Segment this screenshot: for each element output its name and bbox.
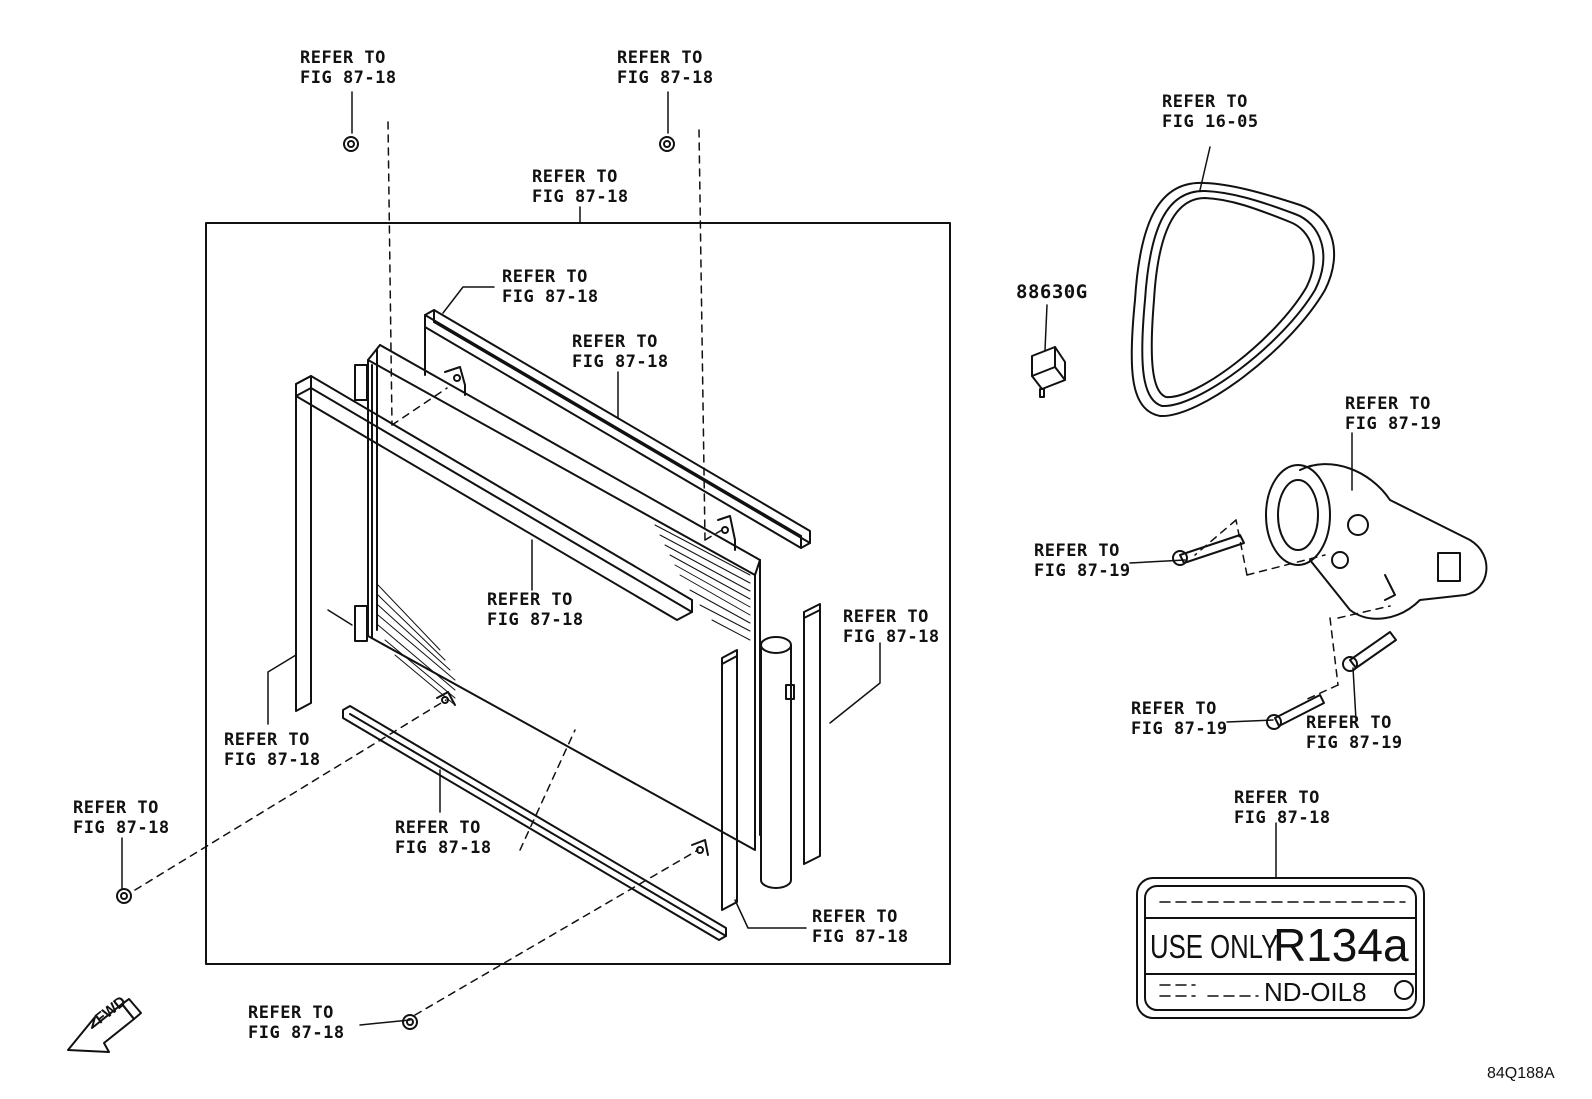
bolts: [116, 136, 675, 1030]
refrigerant-label-plate: [1136, 877, 1425, 1019]
label-plate-oil: ND-OIL8: [1264, 977, 1367, 1007]
condenser-core: [354, 344, 761, 856]
front-upper-seal: [295, 375, 693, 712]
label-plate-use-only: USE ONLY: [1150, 928, 1279, 965]
fwd-arrow-icon: [67, 998, 142, 1053]
receiver-drier: [760, 636, 795, 889]
ac-compressor: [1172, 463, 1488, 730]
upper-seal-bar: [424, 309, 811, 549]
condenser-assembly-frame: [205, 222, 951, 965]
lower-seal-bar: [342, 705, 727, 941]
part-number-relay: 88630G: [1016, 281, 1088, 303]
right-seals: [721, 603, 821, 911]
relay: [1031, 346, 1066, 398]
drive-belt: [1130, 181, 1335, 418]
label-plate-refrigerant: R134a: [1273, 919, 1409, 971]
diagram-code: 84Q188A: [1487, 1065, 1555, 1082]
